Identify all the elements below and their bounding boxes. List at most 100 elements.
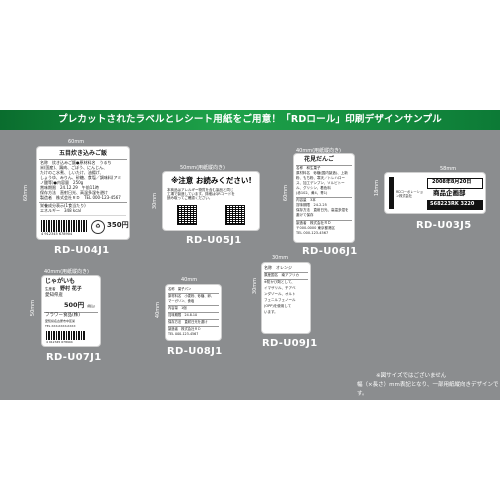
label-u06: 花見だんご 名称 和生菓子 原材料名 砂糖(国内製造)、上新 粉、もち粉、寒天／… bbox=[294, 154, 354, 242]
u08-line: 原材料名 小麦粉、砂糖、卵、 bbox=[168, 294, 215, 298]
u04-line: しょうゆ、みりん、砂糖、食塩／調味料(アミ bbox=[40, 175, 122, 180]
u07-price: 500円 bbox=[64, 301, 85, 309]
u07-title: じゃがいも bbox=[45, 278, 76, 285]
u06-name: RD-U06J1 bbox=[302, 246, 358, 257]
sample-banner: プレカットされたラベルとレシート用紙をご用意！「RDロール」印刷デザインサンプル bbox=[0, 110, 500, 130]
u03-code: S68223RK 3220 bbox=[430, 201, 475, 207]
qr-code-icon bbox=[177, 205, 197, 225]
u09-width: 30mm bbox=[272, 255, 289, 261]
u04-title: 五目炊き込みご飯 bbox=[59, 150, 108, 157]
u05-height: 30mm bbox=[152, 193, 158, 210]
u03-name: RD-U03J5 bbox=[416, 220, 472, 231]
u04-price: 350円 bbox=[107, 221, 129, 229]
u06-line: 避けて保存 bbox=[296, 213, 314, 217]
qr-code-icon bbox=[225, 205, 245, 225]
u06-line: 内容量 3本 bbox=[296, 198, 316, 202]
u03-height: 18mm bbox=[374, 180, 380, 197]
u07-producer: 野村 花子 bbox=[60, 286, 82, 292]
u03-date: 2008年8月20日 bbox=[432, 179, 472, 185]
u06-title: 花見だんご bbox=[304, 156, 335, 163]
u05-line: 本商品はアレルギー物質を含む製品と同じ bbox=[167, 188, 234, 192]
u06-line: 保存方法 直射日光、高温多湿を bbox=[296, 208, 349, 212]
label-u05: ※注意 お読みください! 本商品はアレルギー物質を含む製品と同じ 工場で製造して… bbox=[163, 172, 259, 230]
u04-line: 米(国産)、鶏肉、ごぼう、にんじん、 bbox=[40, 165, 108, 170]
label-u04: 五目炊き込みご飯 名称 炊き込みご飯●原材料名 うるち 米(国産)、鶏肉、ごぼう… bbox=[37, 147, 129, 239]
u07-shop: フラワー食品(株) bbox=[45, 313, 81, 318]
u07-name: RD-U07J1 bbox=[46, 352, 102, 363]
u08-line: 内容量 1個 bbox=[168, 306, 187, 310]
u06-line: 名称 和生菓子 bbox=[296, 166, 321, 170]
u08-line: 賞味期限 24.8.10 bbox=[168, 313, 198, 317]
u06-line: 賞味期限 24.2.25 bbox=[296, 203, 327, 207]
u06-line: ス、加工デンプン、ソルビトー bbox=[296, 181, 345, 185]
u08-line: 製造者 株式会社ＲＤ bbox=[168, 327, 201, 331]
u09-line: います。 bbox=[264, 310, 278, 314]
u06-line: 製造者 株式会社ＲＤ bbox=[296, 221, 331, 225]
u09-line: ※防かび剤として、 bbox=[264, 280, 295, 284]
u03-code-box bbox=[427, 200, 483, 210]
u04-barcode bbox=[41, 220, 87, 232]
u06-line: 〒000-0000 東京都港区 bbox=[296, 226, 335, 230]
u06-size: 40mm(用紙縦向き) bbox=[296, 148, 342, 154]
u08-line: 保存方法 直射日光を避け bbox=[168, 320, 208, 324]
u03-dept: 商品企画部 bbox=[433, 189, 466, 197]
u07-height: 50mm bbox=[30, 300, 36, 317]
u04-width: 60mm bbox=[68, 139, 85, 145]
u04-energy: エネルギー 348 kcal bbox=[40, 208, 81, 213]
u03-company: RDコーポレーション株式会社 bbox=[396, 190, 423, 198]
u03-width: 58mm bbox=[440, 166, 457, 172]
u04-height: 60mm bbox=[23, 185, 29, 202]
u09-line: (OPP)を使用して bbox=[264, 304, 292, 308]
u09-line: 名称 オレンジ bbox=[264, 265, 292, 270]
u05-size: 50mm(用紙縦向き) bbox=[180, 165, 226, 171]
u04-name: RD-U04J1 bbox=[54, 245, 110, 256]
u08-line: マーガリン、食塩 bbox=[168, 299, 195, 303]
u05-title: ※注意 お読みください! bbox=[171, 176, 252, 185]
u04-nutrition: 栄養成分表示(1食当たり) bbox=[40, 203, 86, 208]
u09-line: イマザリル、チアベ bbox=[264, 286, 296, 290]
u03-left-bar bbox=[389, 177, 394, 209]
label-u09: 名称 オレンジ 原産国名 南アフリカ ※防かび剤として、 イマザリル、チアベ ン… bbox=[262, 263, 310, 333]
u09-line: ンダゾール、オルト bbox=[264, 292, 296, 296]
u08-height: 40mm bbox=[155, 302, 161, 319]
u04-line: たけのこ水煮、しいたけ、油揚げ、 bbox=[40, 170, 104, 175]
u06-height: 60mm bbox=[283, 185, 289, 202]
u09-line: フェニルフェノール bbox=[264, 298, 296, 302]
u07-barcode-number: 4 912345 678904 bbox=[46, 340, 73, 344]
u07-barcode bbox=[46, 331, 86, 340]
u04-barcode-number: 4 912345 678904 bbox=[41, 232, 73, 236]
u09-line: 原産国名 南アフリカ bbox=[264, 273, 299, 277]
format-note: 幅（×長さ）mm表記となり、一部用紙縦向きデザインです。 bbox=[357, 382, 499, 397]
label-u08: 名称 菓子パン 原材料名 小麦粉、砂糖、卵、 マーガリン、食塩 内容量 1個 賞… bbox=[166, 285, 221, 340]
u06-line: 粉、もち粉、寒天／トレハロー bbox=[296, 176, 345, 180]
label-u07: じゃがいも 生産者 野村 花子 愛知県産 500円 (税込) フラワー食品(株)… bbox=[42, 276, 100, 346]
u04-line: 名称 炊き込みご飯●原材料名 うるち bbox=[40, 160, 112, 165]
u05-line: 読み取ってご確認ください。 bbox=[167, 196, 213, 200]
u06-line: TEL 000-123-4567 bbox=[296, 231, 329, 235]
u08-line: TEL 000-123-4567 bbox=[168, 332, 199, 336]
u04-line: ノ酸等)●内容量 250g bbox=[40, 180, 84, 185]
size-note: ※図サイズではございません bbox=[376, 373, 447, 379]
u09-height: 30mm bbox=[252, 278, 258, 295]
u07-address: 愛知県名古屋市中区栄 bbox=[45, 319, 76, 323]
u09-name: RD-U09J1 bbox=[262, 338, 318, 349]
u07-producer-label: 生産者 bbox=[45, 287, 56, 291]
u08-width: 40mm bbox=[181, 277, 198, 283]
u04-line: 保存方法 直射日光、高温多湿を避け bbox=[40, 190, 108, 195]
u08-name: RD-U08J1 bbox=[167, 346, 223, 357]
u07-phone: TEL XXX-XXXX-XXXX bbox=[45, 324, 76, 328]
label-u03: RDコーポレーション株式会社 2008年8月20日 商品企画部 S68223RK… bbox=[385, 173, 485, 213]
u05-line: 工場で製造しています。詳細はQRコードを bbox=[167, 192, 235, 196]
u05-name: RD-U05J1 bbox=[186, 235, 242, 246]
recycle-icon: ♻ bbox=[91, 220, 105, 234]
u04-line: 賞味期限 24.12.29 午前11時 bbox=[40, 185, 99, 190]
u06-line: ル、グリシン、着色料 bbox=[296, 186, 331, 190]
u07-tax: (税込) bbox=[87, 304, 96, 308]
u04-line: 製造者 株式会社ＲＤ TEL 000-123-4567 bbox=[40, 195, 121, 200]
u06-line: (赤102、黄4、青1) bbox=[296, 191, 328, 195]
u06-line: 原材料名 砂糖(国内製造)、上新 bbox=[296, 171, 348, 175]
u07-origin: 愛知県産 bbox=[45, 293, 63, 298]
u08-line: 名称 菓子パン bbox=[168, 287, 192, 291]
u03-date-box bbox=[427, 178, 483, 189]
u07-size: 40mm(用紙縦向き) bbox=[44, 269, 90, 275]
